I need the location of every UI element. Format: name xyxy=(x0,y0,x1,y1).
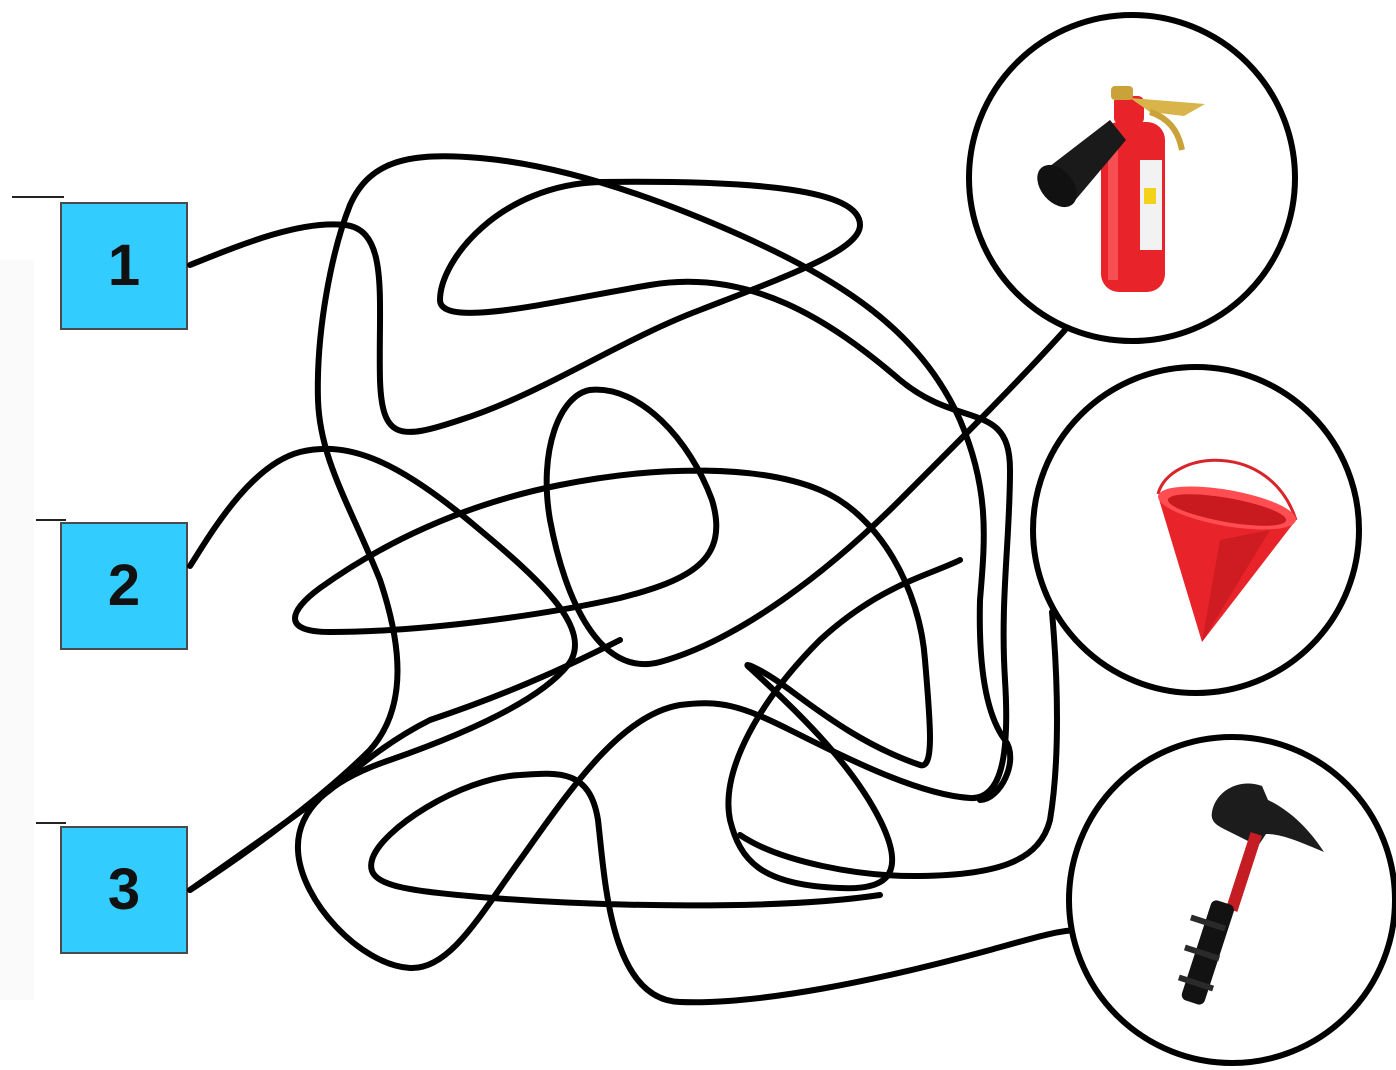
maze-line-2[interactable] xyxy=(190,156,1010,890)
target-circle-extinguisher[interactable] xyxy=(969,15,1295,341)
target-circle-bucket[interactable] xyxy=(1033,367,1359,693)
target-circle-axe[interactable] xyxy=(1069,737,1395,1063)
maze-line-extinguisher[interactable] xyxy=(295,330,1065,888)
